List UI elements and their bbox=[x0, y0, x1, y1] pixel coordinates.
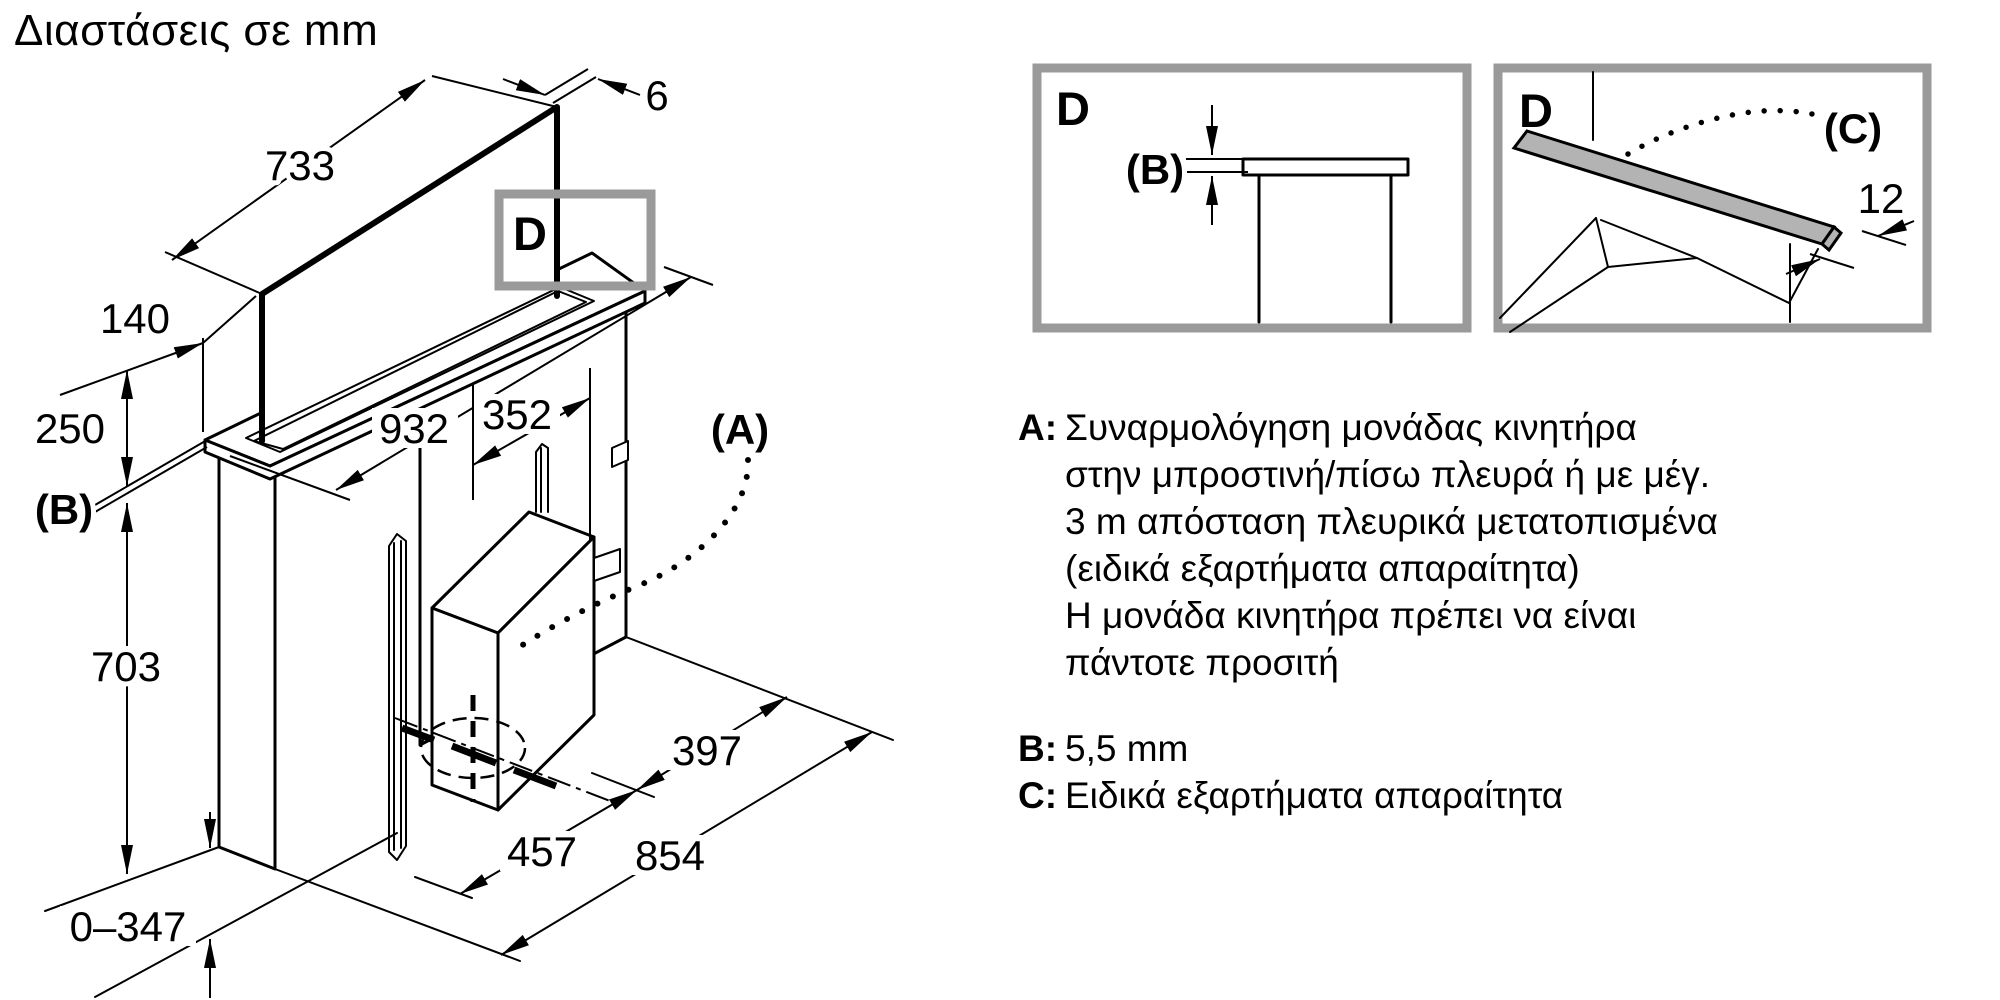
note-c-line: C: Ειδικά εξαρτήματα απαραίτητα bbox=[1018, 772, 1718, 819]
toe-extension-line bbox=[44, 846, 220, 912]
note-b-line: B: 5,5 mm bbox=[1018, 725, 1718, 772]
note-a-line: στην μπροστινή/πίσω πλευρά ή με μέγ. bbox=[1018, 451, 1718, 498]
dimensions: 733 6 140 250 (B) 703 0–347 932 bbox=[30, 67, 873, 998]
plinth bbox=[217, 450, 277, 871]
note-a-line: 3 m απόσταση πλευρικά μετατοπισμένα bbox=[1018, 498, 1718, 545]
legend: A: Συναρμολόγηση μονάδας κινητήρα στην μ… bbox=[1018, 404, 1718, 819]
edge-strip-end bbox=[1819, 224, 1844, 253]
dimline-733 bbox=[171, 79, 426, 261]
arrow-6-right bbox=[597, 78, 641, 96]
detail-view-c: D (C) 12 bbox=[1493, 63, 1932, 333]
note-indent bbox=[1018, 451, 1065, 498]
page-title: Διαστάσεις σε mm bbox=[14, 6, 379, 55]
arrow-12-bottom bbox=[1785, 258, 1821, 277]
note-indent bbox=[1018, 639, 1065, 686]
note-b-key: B: bbox=[1018, 728, 1058, 769]
leader-c-dotted bbox=[1625, 107, 1815, 157]
note-a-text-6: πάντοτε προσιτή bbox=[1065, 642, 1339, 683]
dim-label-854: 854 bbox=[635, 832, 705, 879]
dim-label-733: 733 bbox=[265, 142, 335, 189]
dimline-932 bbox=[335, 276, 692, 491]
front-rail bbox=[388, 533, 407, 861]
arrow-12-top bbox=[1877, 219, 1915, 237]
note-a-line: πάντοτε προσιτή bbox=[1018, 639, 1718, 686]
label-bg-932 bbox=[372, 408, 458, 448]
note-a-line: Η μονάδα κινητήρα πρέπει να είναι bbox=[1018, 592, 1718, 639]
floor-reference-line bbox=[94, 832, 398, 998]
note-a-key: A: bbox=[1018, 407, 1058, 448]
note-a-text-2: στην μπροστινή/πίσω πλευρά ή με μέγ. bbox=[1065, 454, 1711, 495]
note-a-text-1: Συναρμολόγηση μονάδας κινητήρα bbox=[1065, 407, 1637, 448]
dim-label-250: 250 bbox=[35, 405, 105, 452]
detail-c-letter: D bbox=[1519, 84, 1553, 137]
dim-label-352: 352 bbox=[482, 391, 552, 438]
lip-cross-section bbox=[1241, 157, 1410, 177]
gap-b-lines bbox=[94, 439, 208, 513]
worktop-edge-right bbox=[1696, 243, 1819, 323]
detail-b-dim-label: (B) bbox=[1126, 146, 1184, 193]
dim-label-12: 12 bbox=[1858, 175, 1905, 222]
legend-spacer bbox=[1018, 686, 1718, 725]
detail-view-b: D (B) bbox=[1032, 63, 1472, 333]
dim-label-140: 140 bbox=[100, 295, 170, 342]
dimline-140 bbox=[59, 342, 204, 396]
arrow-6-left bbox=[502, 78, 546, 96]
note-a-text-3: 3 m απόσταση πλευρικά μετατοπισμένα bbox=[1065, 501, 1718, 542]
extension-tick-2 bbox=[414, 876, 473, 899]
dim-label-397: 397 bbox=[672, 727, 742, 774]
leader-a-dotted bbox=[515, 457, 752, 651]
label-bg-0347 bbox=[60, 906, 196, 946]
note-a-line: A: Συναρμολόγηση μονάδας κινητήρα bbox=[1018, 404, 1718, 451]
cabinet-panel-lines bbox=[1257, 173, 1393, 324]
label-bg-854 bbox=[628, 835, 714, 875]
note-a-text-5: Η μονάδα κινητήρα πρέπει να είναι bbox=[1065, 595, 1637, 636]
note-indent bbox=[1018, 498, 1065, 545]
detail-b-letter: D bbox=[1056, 82, 1090, 135]
note-indent bbox=[1018, 545, 1065, 592]
worktop-edge-left bbox=[1499, 217, 1609, 333]
note-c-text: Ειδικά εξαρτήματα απαραίτητα bbox=[1065, 775, 1564, 816]
ext-6 bbox=[544, 68, 597, 104]
motor-front-face bbox=[430, 606, 500, 812]
dim-label-457: 457 bbox=[507, 828, 577, 875]
dim-label-a: (A) bbox=[711, 406, 769, 453]
gap-lines bbox=[1186, 158, 1248, 173]
dim-label-932: 932 bbox=[379, 405, 449, 452]
note-indent bbox=[1018, 592, 1065, 639]
note-a-text-4: (ειδικά εξαρτήματα απαραίτητα) bbox=[1065, 548, 1580, 589]
note-a-line: (ειδικά εξαρτήματα απαραίτητα) bbox=[1018, 545, 1718, 592]
edge-strip bbox=[1511, 129, 1837, 246]
dim-label-703: 703 bbox=[91, 643, 161, 690]
label-bg-352 bbox=[474, 394, 560, 434]
ext-140 bbox=[202, 295, 257, 432]
duct-stub bbox=[593, 548, 621, 582]
detail-c-frame bbox=[1493, 63, 1932, 333]
floor-front-edge bbox=[274, 868, 521, 962]
ext-932 bbox=[229, 266, 714, 501]
detail-b-frame bbox=[1032, 63, 1472, 333]
label-bg-703 bbox=[84, 646, 170, 686]
hood-isometric-view: D bbox=[44, 104, 894, 998]
note-b-text: 5,5 mm bbox=[1065, 728, 1189, 769]
ext-12 bbox=[1809, 230, 1907, 269]
detail-c-part-label: (C) bbox=[1824, 105, 1882, 152]
dim-label-b: (B) bbox=[35, 486, 93, 533]
note-c-key: C: bbox=[1018, 775, 1058, 816]
detail-callout-letter: D bbox=[513, 207, 547, 260]
floor-back-edge bbox=[625, 636, 894, 741]
dim-label-6: 6 bbox=[645, 72, 668, 119]
miter-notch bbox=[1595, 217, 1698, 268]
dim-label-0-347: 0–347 bbox=[70, 903, 187, 950]
